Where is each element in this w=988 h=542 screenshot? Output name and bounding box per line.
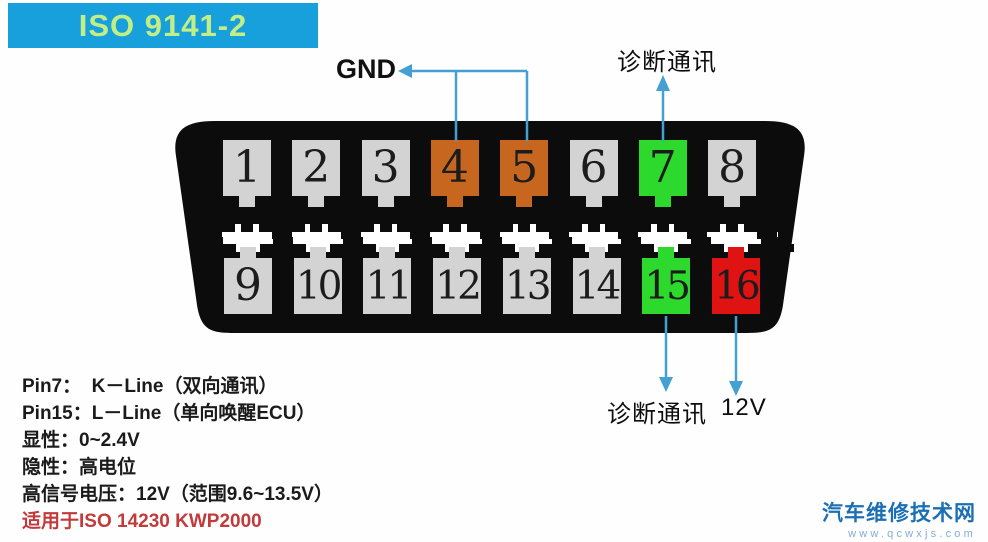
pin-16: 16 (711, 247, 761, 314)
pin-tab (379, 247, 396, 259)
pin-number: 7 (648, 142, 677, 193)
connector-tooth (691, 237, 712, 252)
pin-tab (377, 195, 394, 207)
connector-tooth (203, 237, 224, 252)
pin-tab (446, 195, 463, 207)
pin-number: 11 (365, 263, 413, 309)
pin-tab (516, 195, 533, 207)
spec-notes: Pin7： K－Line（双向通讯） Pin15：L－Line（单向唤醒ECU） 显… (22, 373, 333, 535)
connector-tooth (687, 224, 708, 239)
watermark-site-name: 汽车维修技术网 (822, 502, 976, 525)
pin-tab (654, 195, 671, 207)
connector-tooth (618, 224, 639, 239)
pin-number: 2 (302, 142, 331, 193)
connector-tooth (379, 224, 392, 232)
pin-tab (588, 247, 605, 259)
pin-tab (727, 247, 744, 259)
pin-6: 6 (569, 140, 618, 207)
connector-tooth (548, 224, 569, 239)
connector-tooth (518, 224, 531, 232)
pin-1: 1 (223, 140, 271, 207)
connector-tooth (241, 224, 253, 232)
connector-tooth (272, 237, 293, 252)
pin-number: 3 (371, 142, 400, 193)
pin-number: 1 (233, 142, 261, 193)
connector-tooth (271, 224, 292, 239)
v12-label: 12V (721, 394, 767, 421)
pin-tab (449, 247, 466, 259)
pin-number: 8 (718, 142, 747, 193)
pin-tab (239, 195, 255, 207)
pin-number: 12 (435, 263, 482, 309)
connector-tooth (726, 224, 739, 232)
connector-tooth (412, 237, 433, 252)
connector-tooth (587, 224, 600, 232)
connector-tooth (340, 224, 361, 239)
pin-5: 5 (500, 140, 549, 207)
note-line: 高信号电压：12V（范围9.6~13.5V） (22, 484, 333, 505)
pin-9: 9 (224, 247, 272, 314)
note-line: 适用于ISO 14230 KWP2000 (22, 511, 262, 532)
pin-number: 15 (644, 263, 691, 309)
connector-tooth (202, 224, 223, 239)
pin-tab (658, 247, 675, 259)
pin-10: 10 (293, 247, 343, 314)
pin-number: 4 (440, 142, 469, 193)
pin-number: 16 (714, 263, 761, 309)
pin-12: 12 (433, 247, 482, 314)
pin-tab (309, 247, 326, 259)
connector-tooth (479, 224, 500, 239)
page-title: ISO 9141-2 (78, 7, 248, 43)
gnd-arrowhead-icon (398, 64, 412, 78)
pin-7: 7 (638, 140, 687, 207)
note-line: 显性：0~2.4V (22, 430, 140, 451)
connector-tooth (310, 224, 323, 232)
pin-tab (240, 247, 256, 259)
pin-number: 14 (574, 263, 622, 309)
pin-2: 2 (292, 140, 341, 207)
pin-number: 6 (579, 142, 608, 193)
pin-4: 4 (430, 140, 479, 207)
pin-number: 5 (510, 142, 539, 193)
pin-tab (518, 247, 535, 259)
pin-tab (585, 195, 602, 207)
diag-bottom-arrowhead-icon (659, 377, 673, 392)
connector-tooth (410, 224, 431, 239)
title-banner: ISO 9141-2 (8, 3, 318, 48)
connector-tooth (756, 224, 777, 239)
connector-tooth (551, 237, 572, 252)
pin-13: 13 (502, 247, 552, 314)
note-line: Pin7： K－Line（双向通讯） (22, 376, 278, 397)
connector-tooth (656, 224, 669, 232)
pin-number: 10 (295, 263, 343, 309)
diag-comm-label-top: 诊断通讯 (617, 49, 717, 76)
pin-14: 14 (572, 247, 622, 314)
note-line: Pin15：L－Line（单向唤醒ECU） (22, 403, 316, 424)
pin-tab (724, 195, 741, 207)
pin-number: 13 (504, 263, 552, 309)
connector-tooth (621, 237, 642, 252)
pin-tab (308, 195, 325, 207)
connector-tooth (448, 224, 461, 232)
pin-number: 9 (234, 260, 262, 311)
connector-tooth (342, 237, 363, 252)
watermark-url: www.qcwxjs.com (848, 528, 976, 540)
pin-15: 15 (642, 247, 691, 314)
gnd-label: GND (336, 54, 396, 84)
pin-8: 8 (708, 140, 757, 207)
diag-comm-label-bottom: 诊断通讯 (607, 401, 707, 428)
pin-3: 3 (361, 140, 410, 207)
connector-tooth (760, 237, 781, 252)
watermark: 汽车维修技术网 www.qcwxjs.com (822, 497, 976, 540)
note-line: 隐性：高电位 (22, 457, 137, 478)
diag-top-arrowhead-icon (656, 75, 670, 91)
bottom-labels-row: 诊断通讯 12V (607, 394, 767, 429)
connector-tooth (481, 237, 502, 252)
pin-11: 11 (363, 247, 413, 314)
